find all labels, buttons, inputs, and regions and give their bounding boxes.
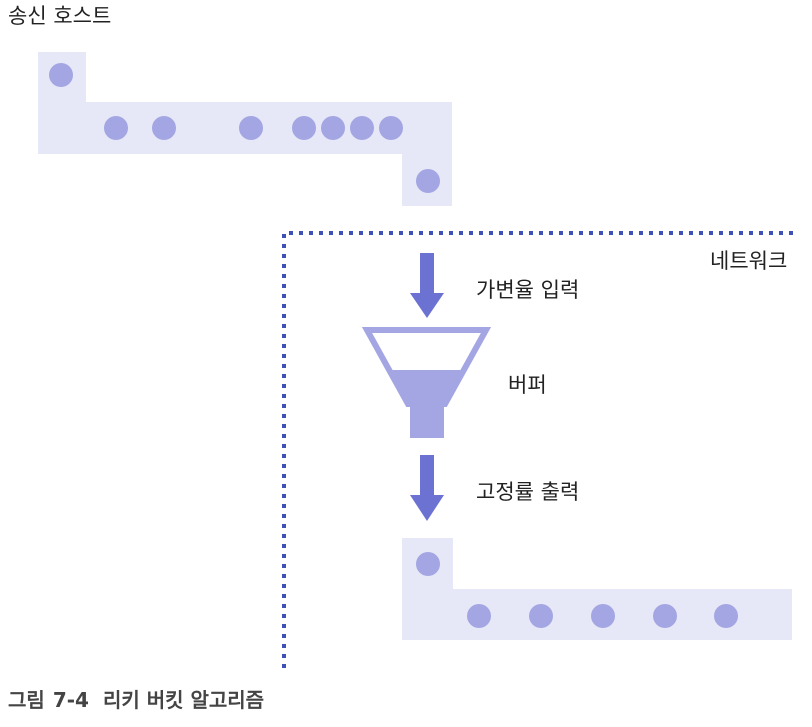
output-arrow	[410, 455, 444, 521]
caption-title: 리키 버킷 알고리즘	[102, 688, 265, 712]
sender-host-label: 송신 호스트	[8, 4, 112, 28]
variable-input-label: 가변율 입력	[476, 278, 580, 302]
packet	[591, 604, 615, 628]
packet	[239, 116, 263, 140]
output-packets	[416, 552, 738, 628]
packet	[104, 116, 128, 140]
packet	[653, 604, 677, 628]
caption-prefix: 그림	[8, 688, 45, 712]
sender-packets	[49, 63, 440, 193]
buffer-label: 버퍼	[508, 373, 547, 397]
packet	[379, 116, 403, 140]
packet	[416, 169, 440, 193]
packet	[467, 604, 491, 628]
packet	[350, 116, 374, 140]
packet	[416, 552, 440, 576]
funnel-icon	[361, 327, 492, 438]
figure-caption: 그림 7-4 리키 버킷 알고리즘	[8, 690, 264, 710]
packet	[321, 116, 345, 140]
packet	[292, 116, 316, 140]
network-label: 네트워크	[710, 249, 788, 273]
packet	[714, 604, 738, 628]
fixed-output-label: 고정률 출력	[476, 480, 580, 504]
packet	[529, 604, 553, 628]
packet	[49, 63, 73, 87]
packet	[152, 116, 176, 140]
input-arrow	[410, 253, 444, 318]
caption-number: 7-4	[52, 688, 89, 712]
output-pipe	[402, 538, 792, 640]
